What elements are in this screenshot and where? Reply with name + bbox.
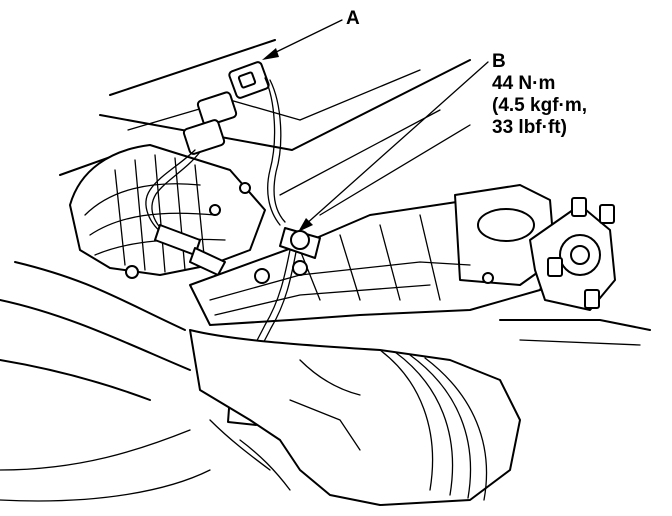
torque-spec-nm: 44 N·m bbox=[492, 73, 556, 94]
torque-spec-lbfft: 33 lbf·ft) bbox=[492, 117, 567, 138]
leader-line-b bbox=[304, 61, 489, 226]
connector-3 bbox=[182, 119, 226, 155]
leader-arrow-a bbox=[262, 48, 279, 60]
leader-line-a bbox=[269, 19, 343, 56]
exhaust-manifold bbox=[69, 144, 266, 279]
sensor-connectors bbox=[145, 61, 286, 238]
torque-spec-kgfm: (4.5 kgf·m, bbox=[492, 95, 588, 116]
lower-chassis bbox=[189, 319, 651, 506]
rear-flange bbox=[529, 197, 616, 311]
callout-label-a: A bbox=[346, 8, 360, 29]
leader-lines bbox=[262, 19, 489, 232]
leader-arrow-b bbox=[298, 218, 313, 232]
connector-2 bbox=[196, 91, 238, 127]
catalytic-converter bbox=[189, 184, 556, 326]
sensor-b-hex bbox=[290, 230, 310, 250]
callout-label-b: B bbox=[492, 51, 506, 72]
